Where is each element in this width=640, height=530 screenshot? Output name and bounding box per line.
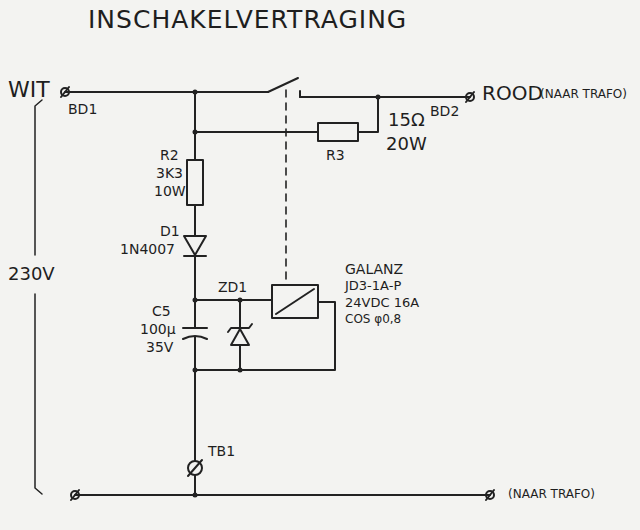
part-name: GALANZ xyxy=(345,262,403,277)
part-value: JD3-1A-P xyxy=(345,279,401,293)
note: (NAAR TRAFO) xyxy=(508,488,595,501)
part-name: ZD1 xyxy=(218,280,247,295)
part-value: 15Ω xyxy=(388,110,425,130)
part-name: R3 xyxy=(326,148,345,163)
junction-dots xyxy=(193,90,381,498)
mechanical-link xyxy=(285,90,287,285)
part-value: 20W xyxy=(386,134,427,154)
resistor-symbol xyxy=(318,123,358,141)
part-value: 10W xyxy=(154,184,186,199)
voltage-label: 230V xyxy=(8,264,55,284)
wire-color: ROOD xyxy=(482,82,543,104)
part-value: 100µ xyxy=(140,322,176,337)
terminals xyxy=(61,87,494,500)
part-name: C5 xyxy=(152,304,171,319)
part-value: 24VDC 16A xyxy=(345,296,419,310)
fuse-terminal xyxy=(188,460,202,476)
part-value: 1N4007 xyxy=(120,242,175,257)
part-value: 35V xyxy=(146,340,173,355)
note: (NAAR TRAFO) xyxy=(540,88,627,101)
switch-symbol xyxy=(268,78,300,97)
wire-color: WIT xyxy=(8,78,50,102)
part-name: D1 xyxy=(160,224,180,239)
title: INSCHAKELVERTRAGING xyxy=(88,6,407,34)
terminal-name: BD2 xyxy=(430,104,459,119)
part-name: R2 xyxy=(160,148,179,163)
resistor-symbol xyxy=(187,160,203,205)
relay-coil xyxy=(272,285,318,318)
capacitor-symbol xyxy=(183,328,207,339)
voltage-bracket xyxy=(35,100,42,494)
terminal-name: BD1 xyxy=(68,102,97,117)
wires xyxy=(65,92,490,495)
part-value: 3K3 xyxy=(156,166,183,181)
diode-symbol xyxy=(184,236,206,256)
part-name: TB1 xyxy=(208,444,235,459)
part-value: COS φ0,8 xyxy=(345,313,401,326)
zener-symbol xyxy=(228,324,252,345)
